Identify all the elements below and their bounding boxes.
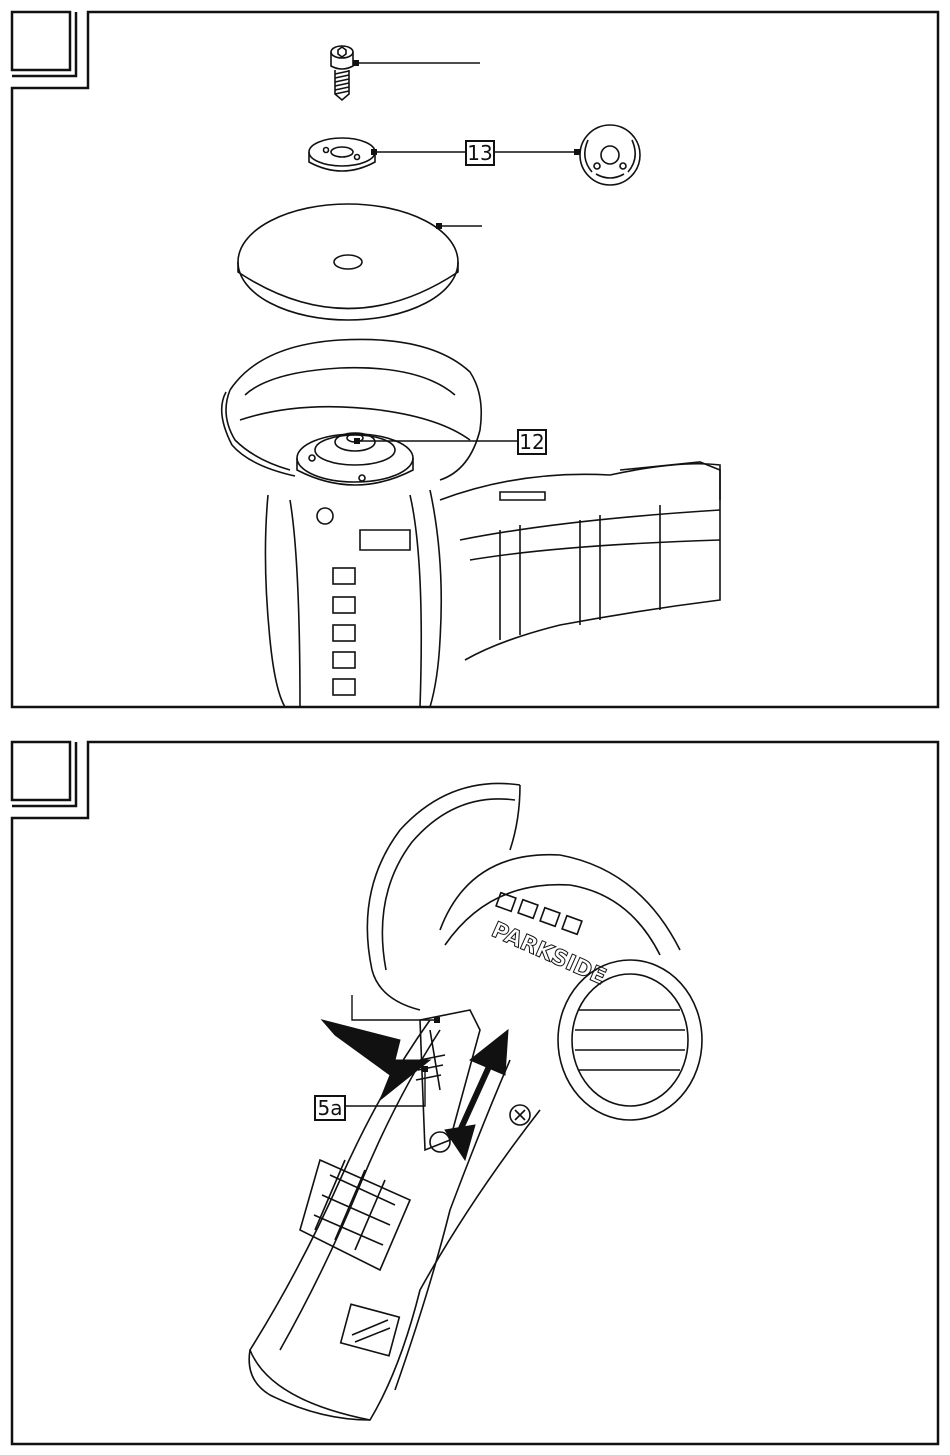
figure-panel-1: 13 12 bbox=[0, 0, 950, 712]
brand-text: PARKSIDE bbox=[488, 918, 610, 991]
figure-panel-2: PARKSIDE bbox=[0, 730, 950, 1450]
guard-illustration bbox=[222, 339, 482, 480]
grinder-body-illustration bbox=[265, 462, 720, 707]
motor-head-illustration bbox=[440, 855, 702, 1120]
callout-5a: 5a bbox=[314, 1095, 346, 1121]
push-arrow bbox=[322, 1020, 430, 1100]
panel-1-drawing bbox=[0, 0, 950, 712]
panel-1-frame bbox=[12, 12, 938, 707]
lever-leader-line bbox=[352, 995, 438, 1020]
figure-number-box-2 bbox=[12, 742, 70, 800]
callout-12: 12 bbox=[517, 429, 547, 455]
clamp-nut-illustration bbox=[309, 138, 375, 171]
guard-rear-illustration bbox=[367, 783, 520, 1010]
cutting-disc-illustration bbox=[238, 204, 458, 320]
panel-2-drawing: PARKSIDE bbox=[0, 730, 950, 1450]
callout-13: 13 bbox=[465, 140, 495, 166]
screw-illustration bbox=[331, 46, 353, 100]
figure-number-box bbox=[12, 12, 70, 70]
clamp-nut-front-illustration bbox=[580, 125, 640, 185]
